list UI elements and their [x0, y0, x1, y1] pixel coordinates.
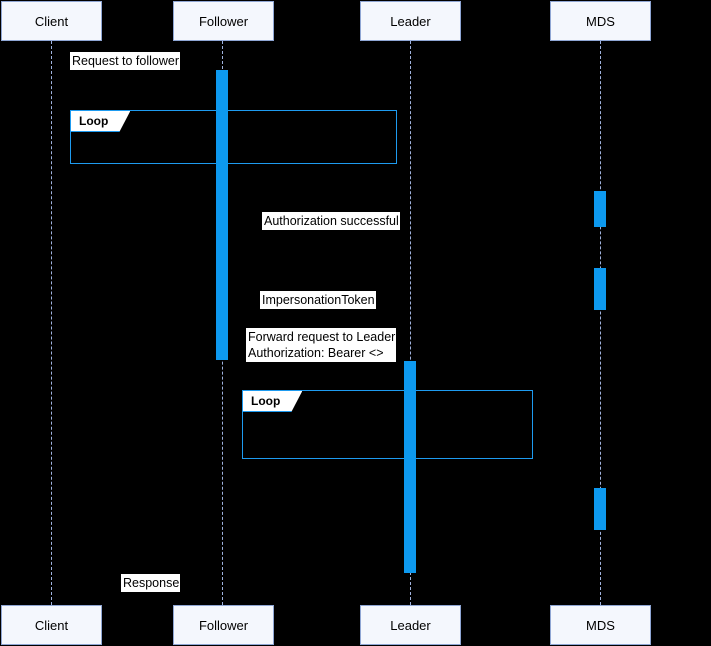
activation-bar-mds-2 [594, 268, 606, 310]
lifeline-mds [600, 41, 601, 605]
lifeline-client [51, 41, 52, 605]
loop-fragment-follower-label: Loop [71, 111, 130, 132]
participant-follower-top[interactable]: Follower [173, 1, 274, 41]
message-label-response: Response [121, 574, 181, 592]
loop-fragment-leader: Loop [242, 390, 533, 459]
loop-fragment-leader-label: Loop [243, 391, 302, 412]
message-label-authorization-successful: Authorization successful [262, 212, 400, 230]
message-label-forward-request: Forward request to Leader Authorization:… [246, 328, 397, 362]
message-label-request-to-follower: Request to follower [70, 52, 181, 70]
participant-leader-bottom[interactable]: Leader [360, 605, 461, 645]
message-label-impersonation-token: ImpersonationToken [260, 291, 376, 309]
participant-client-bottom[interactable]: Client [1, 605, 102, 645]
participant-leader-top[interactable]: Leader [360, 1, 461, 41]
participant-mds-top[interactable]: MDS [550, 1, 651, 41]
participant-mds-bottom[interactable]: MDS [550, 605, 651, 645]
activation-bar-leader [404, 361, 416, 573]
lifeline-leader [410, 41, 411, 605]
loop-fragment-follower: Loop [70, 110, 397, 164]
participant-client-top[interactable]: Client [1, 1, 102, 41]
activation-bar-mds-3 [594, 488, 606, 530]
activation-bar-follower [216, 70, 228, 360]
participant-follower-bottom[interactable]: Follower [173, 605, 274, 645]
activation-bar-mds-1 [594, 191, 606, 227]
